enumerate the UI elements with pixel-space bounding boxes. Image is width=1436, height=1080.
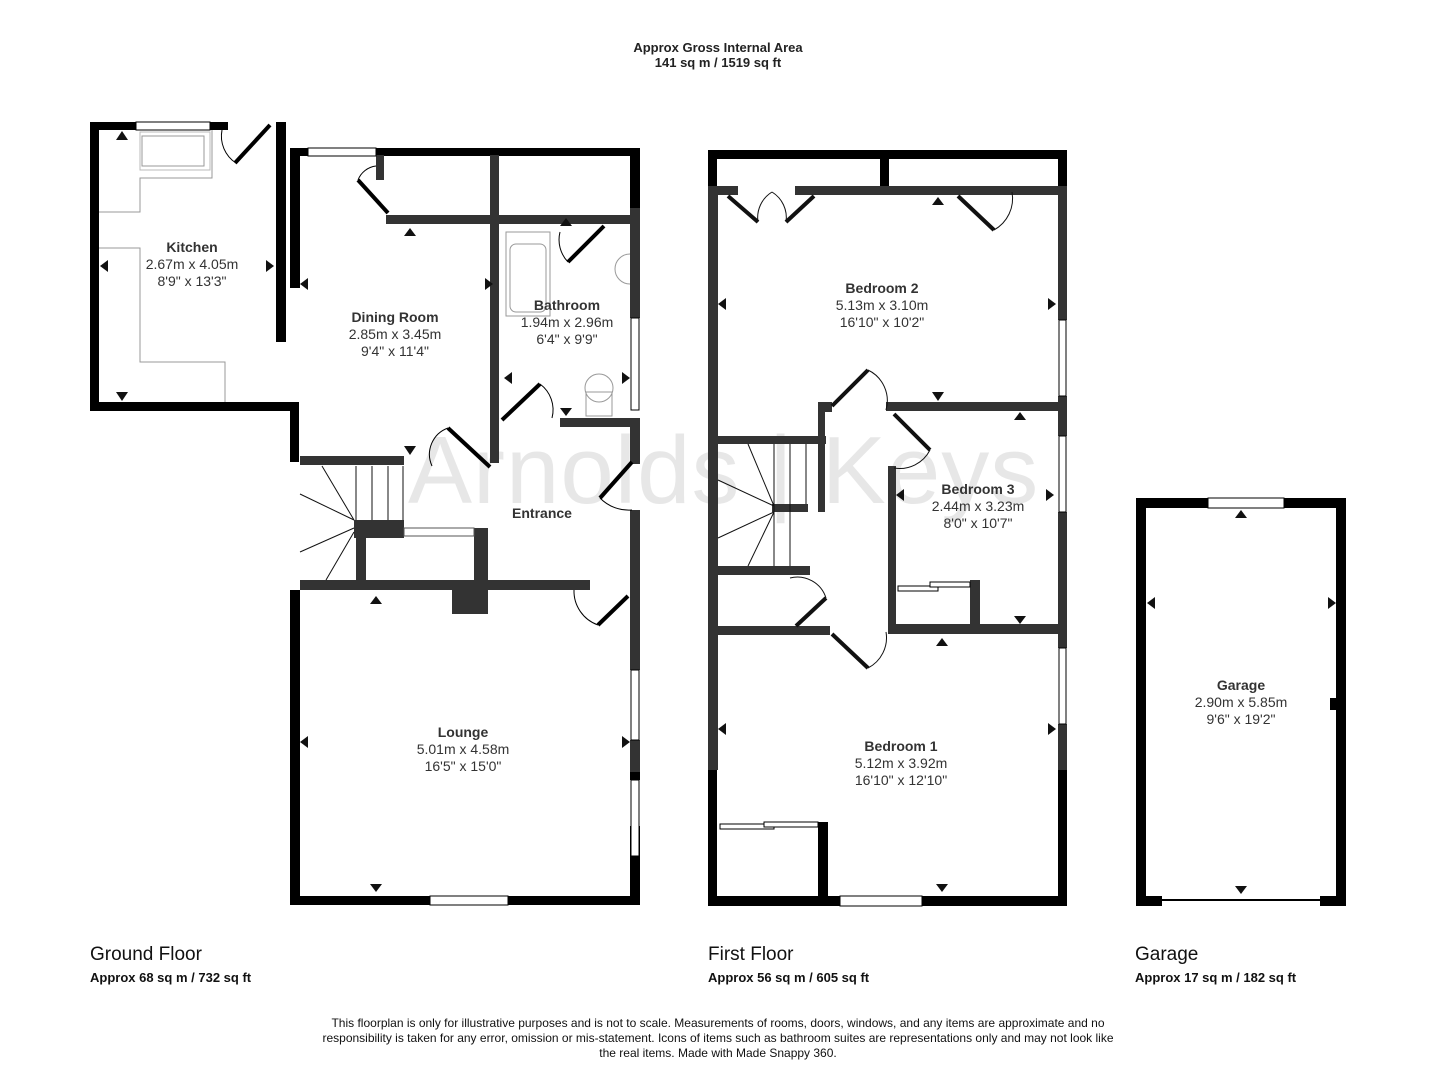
room-imperial: 16'10" x 10'2"	[839, 314, 925, 330]
room-imperial: 16'10" x 12'10"	[854, 772, 948, 788]
room-metric: 2.90m x 5.85m	[1194, 694, 1288, 710]
room-entrance: Entrance	[512, 505, 572, 522]
room-name: Bedroom 1	[864, 738, 938, 754]
room-metric: 2.44m x 3.23m	[931, 498, 1025, 514]
room-metric: 2.85m x 3.45m	[348, 326, 442, 342]
watermark: Arnolds | Keys	[408, 417, 1040, 524]
room-bedroom-2: Bedroom 2 5.13m x 3.10m 16'10" x 10'2"	[836, 280, 929, 331]
room-imperial: 9'6" x 19'2"	[1206, 711, 1276, 727]
room-bedroom-1: Bedroom 1 5.12m x 3.92m 16'10" x 12'10"	[855, 738, 948, 789]
room-metric: 5.01m x 4.58m	[416, 741, 510, 757]
room-imperial: 16'5" x 15'0"	[424, 758, 502, 774]
room-name: Kitchen	[166, 239, 218, 255]
room-imperial: 8'9" x 13'3"	[157, 273, 227, 289]
garage-plan	[1136, 497, 1346, 906]
gross-area-title: Approx Gross Internal Area	[633, 40, 803, 55]
room-name: Bedroom 3	[941, 481, 1015, 497]
room-garage: Garage 2.90m x 5.85m 9'6" x 19'2"	[1195, 677, 1288, 728]
room-imperial: 9'4" x 11'4"	[361, 343, 429, 359]
floor-area: Approx 56 sq m / 605 sq ft	[708, 970, 870, 985]
ground-floor-plan	[90, 121, 640, 906]
room-name: Entrance	[512, 505, 572, 521]
gross-area-header: Approx Gross Internal Area 141 sq m / 15…	[0, 40, 1436, 70]
room-lounge: Lounge 5.01m x 4.58m 16'5" x 15'0"	[417, 724, 510, 775]
floor-name: Ground Floor	[90, 944, 202, 965]
room-bathroom: Bathroom 1.94m x 2.96m 6'4" x 9'9"	[521, 297, 614, 348]
disclaimer-text: This floorplan is only for illustrative …	[322, 1016, 1114, 1060]
room-dining-room: Dining Room 2.85m x 3.45m 9'4" x 11'4"	[349, 309, 442, 360]
room-name: Dining Room	[351, 309, 439, 325]
room-metric: 5.12m x 3.92m	[854, 755, 948, 771]
room-imperial: 6'4" x 9'9"	[536, 331, 598, 347]
first-floor-caption: First Floor Approx 56 sq m / 605 sq ft	[708, 944, 869, 985]
room-metric: 2.67m x 4.05m	[145, 256, 239, 272]
room-metric: 5.13m x 3.10m	[835, 297, 929, 313]
room-name: Garage	[1216, 677, 1266, 693]
floor-name: Garage	[1135, 944, 1199, 965]
floor-area: Approx 17 sq m / 182 sq ft	[1135, 970, 1297, 985]
room-bedroom-3: Bedroom 3 2.44m x 3.23m 8'0" x 10'7"	[932, 481, 1025, 532]
gross-area-total: 141 sq m / 1519 sq ft	[654, 55, 782, 70]
first-floor-plan	[708, 150, 1067, 907]
floor-area: Approx 68 sq m / 732 sq ft	[90, 970, 252, 985]
room-kitchen: Kitchen 2.67m x 4.05m 8'9" x 13'3"	[146, 239, 239, 290]
room-name: Lounge	[437, 724, 489, 740]
garage-caption: Garage Approx 17 sq m / 182 sq ft	[1135, 944, 1296, 985]
room-name: Bedroom 2	[845, 280, 919, 296]
room-metric: 1.94m x 2.96m	[520, 314, 614, 330]
room-imperial: 8'0" x 10'7"	[943, 515, 1013, 531]
room-name: Bathroom	[533, 297, 601, 313]
floor-name: First Floor	[708, 944, 794, 965]
ground-floor-caption: Ground Floor Approx 68 sq m / 732 sq ft	[90, 944, 251, 985]
